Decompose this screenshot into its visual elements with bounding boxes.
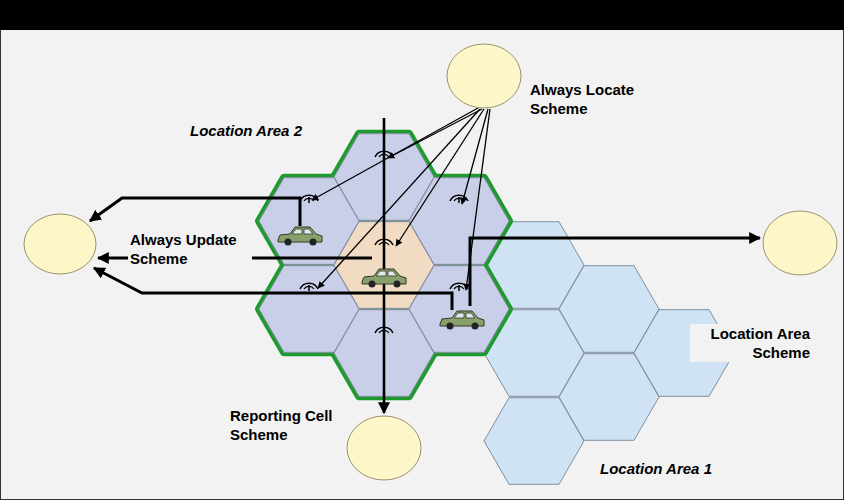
scheme-ellipse: Location Area Scheme <box>762 210 838 276</box>
car-wheel <box>394 281 401 288</box>
car-window <box>376 271 397 276</box>
car-symbol <box>362 269 406 288</box>
scheme-label: Location Area Scheme <box>690 324 812 362</box>
scheme-label: Always Update Scheme <box>128 230 252 268</box>
scheme-label: Reporting Cell Scheme <box>228 406 340 444</box>
signalling-arrows <box>90 108 760 413</box>
antenna-mast <box>308 285 310 291</box>
car-wheel <box>310 239 317 246</box>
antenna-mast <box>308 197 310 203</box>
antenna-mast <box>458 197 460 203</box>
car-symbol <box>278 227 322 246</box>
scheme-label: Always Locate Scheme <box>528 80 650 118</box>
ellipse-outline <box>762 210 838 276</box>
car-window <box>292 229 313 234</box>
ellipse-outline <box>446 43 522 109</box>
scheme-ellipse: Reporting Cell Scheme <box>346 415 422 481</box>
antenna-mast <box>458 285 460 291</box>
area-label: Location Area 1 <box>600 459 712 478</box>
ellipse-shape <box>763 211 837 275</box>
ellipse-shape <box>24 214 96 274</box>
car-wheel <box>447 323 454 330</box>
area-label: Location Area 2 <box>190 121 302 140</box>
car-wheel <box>285 239 292 246</box>
car-window <box>454 313 475 318</box>
car-symbols <box>278 227 484 330</box>
scheme-ellipse: Always Locate Scheme <box>446 43 522 109</box>
car-wheel <box>369 281 376 288</box>
title-bar <box>0 0 844 30</box>
car-wheel <box>472 323 479 330</box>
ellipse-outline <box>346 415 422 481</box>
ellipse-outline <box>23 213 97 275</box>
ellipse-shape <box>347 416 421 480</box>
scheme-ellipse: Always Update Scheme <box>23 213 97 275</box>
car-symbol <box>440 311 484 330</box>
ellipse-shape <box>447 44 521 108</box>
